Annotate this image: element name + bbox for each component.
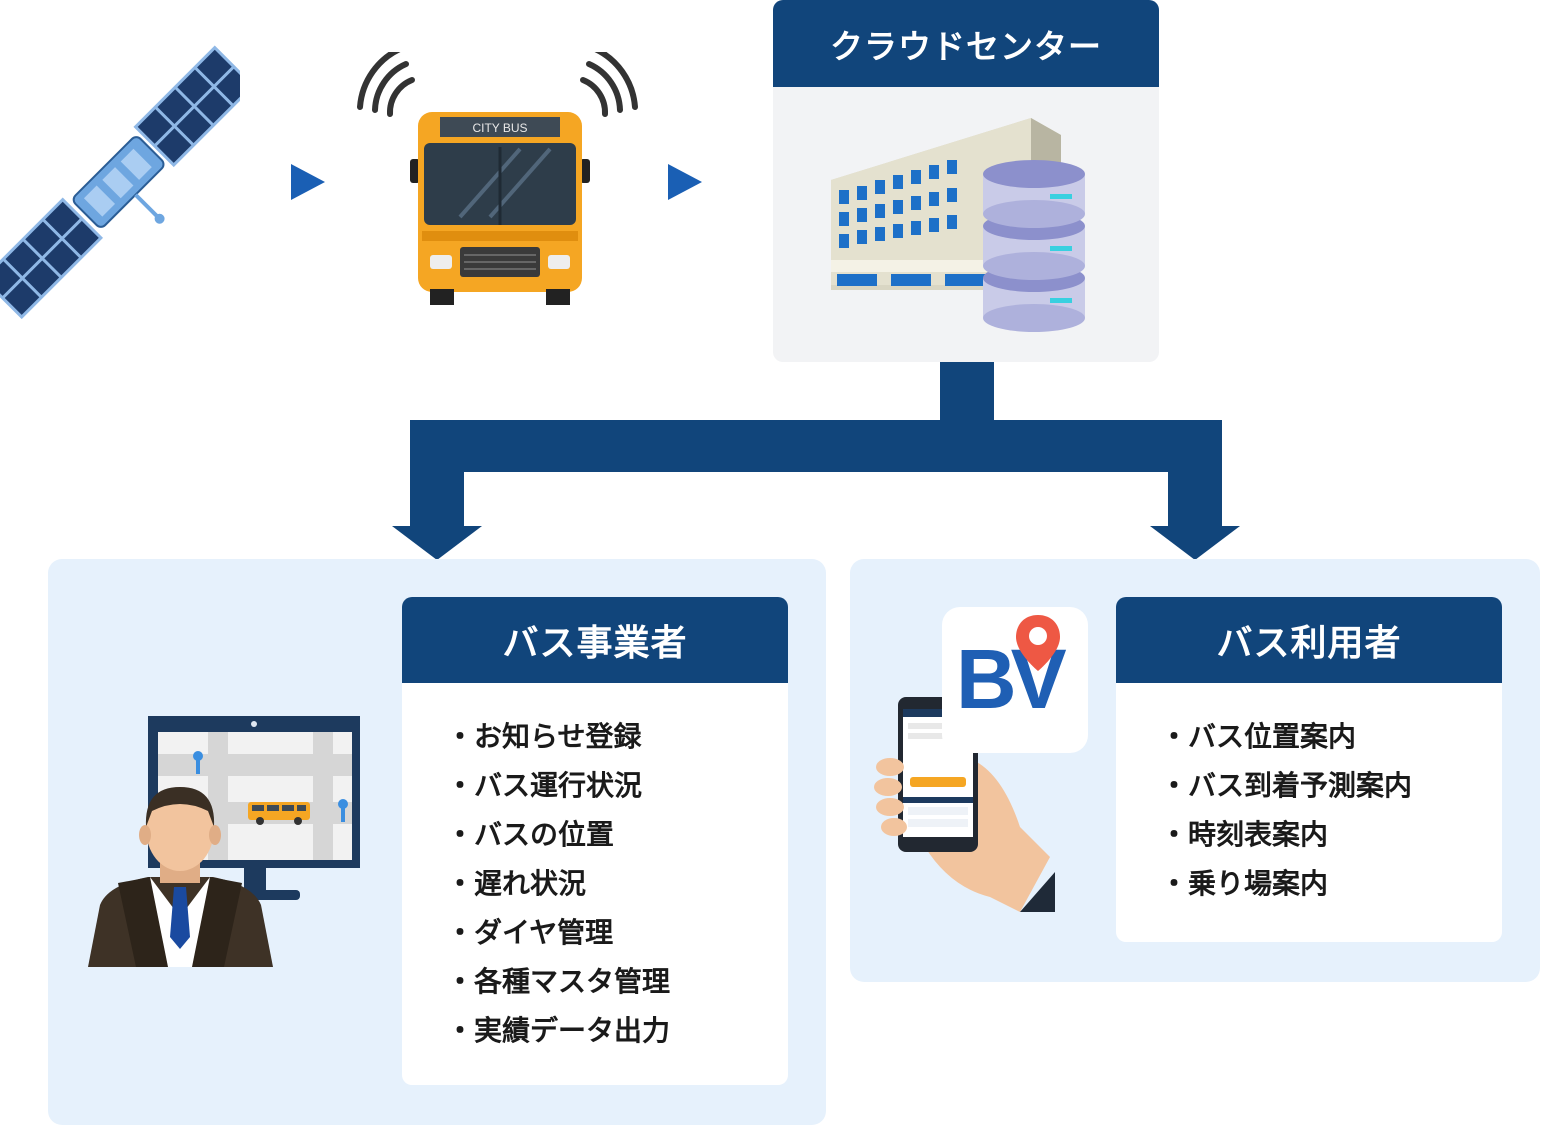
signal-wave-icon (357, 52, 638, 117)
flow-arrow-icon (668, 164, 702, 200)
connector-bar (410, 420, 1222, 472)
list-item: ダイヤ管理 (446, 908, 670, 957)
app-logo: BV (942, 607, 1088, 753)
bus-with-signal: CITY BUS (350, 52, 645, 307)
list-item: 乗り場案内 (1160, 859, 1412, 908)
operator-group: バス事業者 お知らせ登録 バス運行状況 バスの位置 遅れ状況 ダイヤ管理 各種マ… (48, 559, 826, 1125)
cloud-center-title: クラウドセンター (773, 0, 1159, 87)
list-item: お知らせ登録 (446, 712, 670, 761)
businessman-icon (88, 787, 273, 967)
list-item: バスの位置 (446, 810, 670, 859)
operator-card: バス事業者 お知らせ登録 バス運行状況 バスの位置 遅れ状況 ダイヤ管理 各種マ… (402, 597, 788, 1085)
arrow-down-icon (392, 526, 482, 560)
user-feature-list: バス位置案内 バス到着予測案内 時刻表案内 乗り場案内 (1160, 712, 1412, 908)
flow-arrow-icon (291, 164, 325, 200)
operator-title: バス事業者 (402, 597, 788, 683)
satellite-icon (0, 45, 256, 320)
list-item: バス運行状況 (446, 761, 670, 810)
connector-right-drop (1168, 420, 1222, 528)
list-item: 時刻表案内 (1160, 810, 1412, 859)
list-item: 遅れ状況 (446, 859, 670, 908)
location-pin-icon (1016, 615, 1060, 671)
list-item: 実績データ出力 (446, 1006, 670, 1055)
user-title: バス利用者 (1116, 597, 1502, 683)
database-icon (983, 160, 1085, 332)
list-item: バス到着予測案内 (1160, 761, 1412, 810)
svg-text:CITY BUS: CITY BUS (472, 121, 527, 135)
connector-left-drop (410, 420, 464, 528)
bus-icon (248, 802, 310, 825)
arrow-down-icon (1150, 526, 1240, 560)
operator-feature-list: お知らせ登録 バス運行状況 バスの位置 遅れ状況 ダイヤ管理 各種マスタ管理 実… (446, 712, 670, 1055)
connector-stem (940, 362, 994, 422)
list-item: 各種マスタ管理 (446, 957, 670, 1006)
list-item: バス位置案内 (1160, 712, 1412, 761)
user-group: BV バス利用者 バス位置案内 バス到着予測案内 時刻表案内 乗り場案内 (850, 559, 1540, 982)
cloud-center-panel: クラウドセンター (773, 0, 1159, 362)
user-card: バス利用者 バス位置案内 バス到着予測案内 時刻表案内 乗り場案内 (1116, 597, 1502, 942)
bus-icon: CITY BUS (410, 112, 590, 305)
